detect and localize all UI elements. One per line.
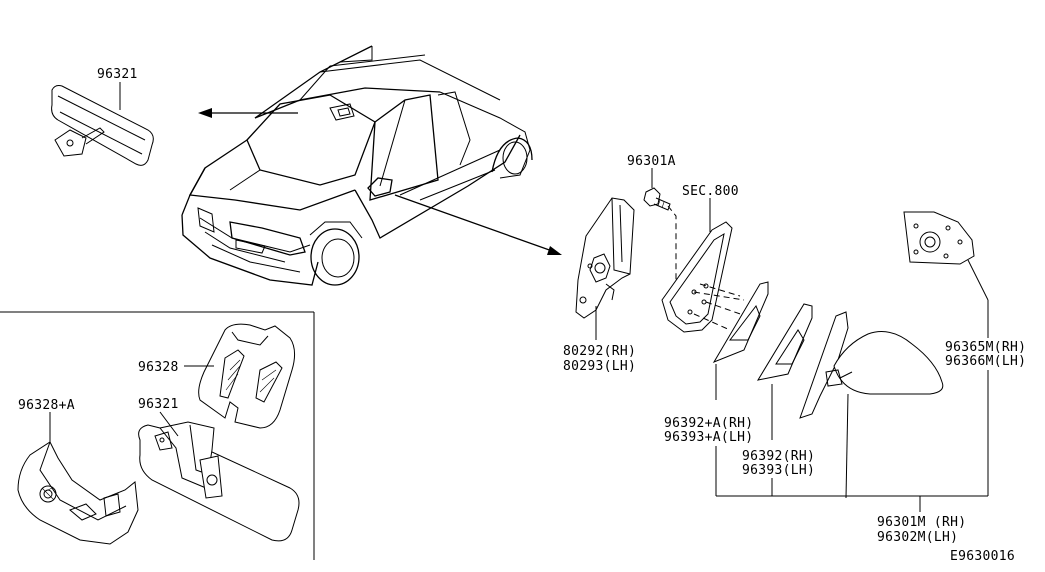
door-section bbox=[661, 198, 747, 333]
inner-cover-a bbox=[17, 412, 139, 545]
label-inner-mirror-top: 96321 bbox=[97, 67, 138, 82]
label-corner-finisher-rh: 80292(RH) bbox=[563, 344, 636, 359]
label-seal-lh: 96393+A(LH) bbox=[664, 430, 753, 445]
label-glass-lh: 96366M(LH) bbox=[945, 354, 1026, 369]
label-glass-rh: 96365M(RH) bbox=[945, 340, 1026, 355]
mirror-gasket bbox=[756, 303, 813, 440]
label-bolt: 96301A bbox=[627, 154, 676, 169]
label-corner-finisher-lh: 80293(LH) bbox=[563, 359, 636, 374]
inner-mirror-inset bbox=[138, 411, 300, 542]
mirror-seal bbox=[712, 281, 769, 400]
label-seal-rh: 96392+A(RH) bbox=[664, 416, 753, 431]
mirror-glass bbox=[903, 211, 989, 338]
bolt bbox=[643, 168, 671, 211]
label-inner-cover-a: 96328+A bbox=[18, 398, 75, 413]
inner-cover bbox=[184, 323, 296, 429]
label-section: SEC.800 bbox=[682, 184, 739, 199]
label-mirror-assy-rh: 96301M (RH) bbox=[877, 515, 966, 530]
label-mirror-assy-lh: 96302M(LH) bbox=[877, 530, 958, 545]
inner-mirror-top bbox=[51, 82, 154, 166]
label-inner-cover: 96328 bbox=[138, 360, 179, 375]
label-gasket-lh: 96393(LH) bbox=[742, 463, 815, 478]
door-mirror-assembly bbox=[799, 311, 944, 499]
inset-frame bbox=[0, 311, 315, 560]
corner-finisher bbox=[575, 197, 635, 340]
label-gasket-rh: 96392(RH) bbox=[742, 449, 815, 464]
car-illustration bbox=[181, 45, 562, 286]
assembly-bracket bbox=[715, 370, 989, 512]
drawing-code: E9630016 bbox=[950, 549, 1015, 564]
label-inner-mirror-inset: 96321 bbox=[138, 397, 179, 412]
